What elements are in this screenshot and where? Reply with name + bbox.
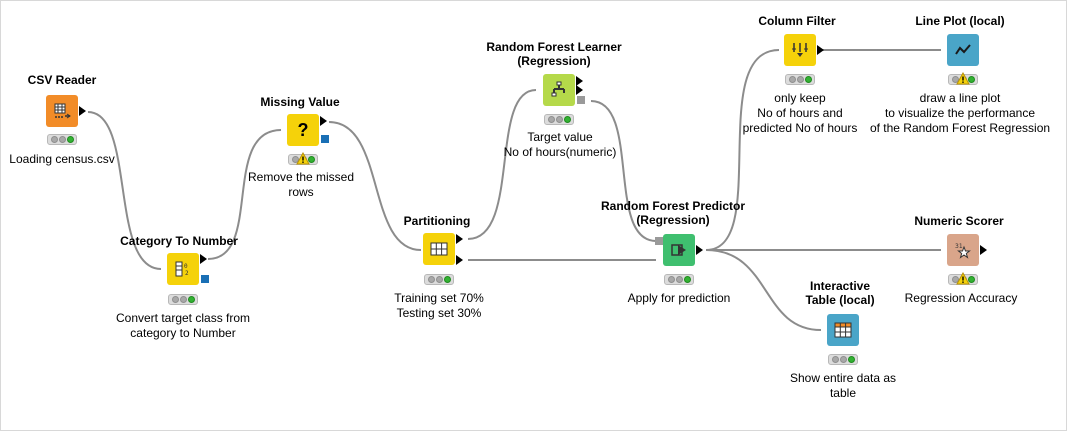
node-body[interactable] (663, 234, 695, 266)
description-line: Testing set 30% (396, 306, 482, 320)
node-body[interactable] (423, 233, 455, 265)
line-plot-icon (955, 44, 971, 55)
description-line: only keep (774, 91, 826, 105)
warning-icon (296, 152, 310, 165)
node-title: Missing Value (260, 95, 340, 109)
node-body[interactable] (543, 74, 575, 106)
description-line: predicted No of hours (742, 121, 858, 135)
svg-text:2: 2 (185, 270, 189, 277)
output-port-2[interactable] (576, 85, 583, 95)
description-line: table (829, 386, 857, 400)
model-output-port[interactable] (201, 275, 209, 283)
category-to-number-icon: 0 2 (175, 261, 189, 277)
question-mark-icon: ? (297, 119, 309, 140)
description-line: of the Random Forest Regression (869, 121, 1051, 135)
node-body[interactable]: ? (287, 114, 319, 146)
output-port[interactable] (817, 45, 824, 55)
output-port[interactable] (200, 254, 207, 264)
node-title: Numeric Scorer (914, 214, 1004, 228)
output-port-1[interactable] (576, 76, 583, 86)
node-body[interactable] (827, 314, 859, 346)
model-output-port[interactable] (321, 135, 329, 143)
description-line: Target value (527, 130, 593, 144)
connection-predictor-to-table[interactable] (705, 249, 822, 331)
model-input-port[interactable] (655, 237, 663, 245)
node-title: CSV Reader (27, 73, 97, 87)
node-description: Loading census.csv (9, 152, 114, 167)
tree-learner-icon (551, 81, 565, 97)
node-body[interactable] (46, 95, 78, 127)
node-body[interactable]: 31 (947, 234, 979, 266)
predictor-icon (671, 244, 686, 256)
node-description: Apply for prediction (628, 291, 731, 306)
node-body[interactable] (947, 34, 979, 66)
node-status (828, 354, 858, 365)
output-port[interactable] (320, 116, 327, 126)
node-title: Random Forest Learner (Regression) (486, 40, 622, 68)
svg-text:31: 31 (955, 243, 963, 250)
node-status (544, 114, 574, 125)
table-view-icon (834, 322, 852, 338)
description-line: Regression Accuracy (904, 291, 1018, 305)
description-line: No of hours and (757, 106, 843, 120)
node-status (424, 274, 454, 285)
output-port[interactable] (79, 106, 86, 116)
output-port-bottom[interactable] (456, 255, 463, 265)
description-line: No of hours(numeric) (503, 145, 617, 159)
node-title: Column Filter (758, 14, 836, 28)
node-title: Random Forest Predictor (Regression) (600, 199, 746, 227)
node-title: Interactive Table (local) (805, 279, 875, 307)
scorer-icon: 31 (955, 243, 971, 259)
description-line: Show entire data as (789, 371, 897, 385)
table-reader-icon (54, 103, 71, 119)
column-filter-icon (792, 43, 808, 57)
svg-text:0: 0 (184, 263, 188, 270)
output-port[interactable] (980, 245, 987, 255)
description-line: Loading census.csv (9, 152, 115, 166)
node-status (664, 274, 694, 285)
warning-icon (956, 272, 970, 285)
description-line: rows (288, 185, 314, 199)
description-line: Training set 70% (394, 291, 484, 305)
output-port[interactable] (696, 245, 703, 255)
node-description: Training set 70%Testing set 30% (394, 291, 484, 321)
node-status (785, 74, 815, 85)
node-body[interactable]: 0 2 (167, 253, 199, 285)
description-line: Remove the missed (247, 170, 355, 184)
description-line: Convert target class from (115, 311, 251, 325)
node-description: Regression Accuracy (905, 291, 1018, 306)
node-body[interactable] (784, 34, 816, 66)
description-line: Apply for prediction (627, 291, 731, 305)
node-title: Line Plot (local) (915, 14, 1005, 28)
connection-partitioning-to-learner[interactable] (467, 89, 537, 240)
description-line: category to Number (130, 326, 236, 340)
output-port-top[interactable] (456, 234, 463, 244)
model-output-port[interactable] (577, 96, 585, 104)
description-line: draw a line plot (919, 91, 1001, 105)
node-status (47, 134, 77, 145)
node-status (168, 294, 198, 305)
description-line: to visualize the performance (884, 106, 1036, 120)
node-title: Partitioning (403, 214, 471, 228)
partition-grid-icon (430, 242, 448, 256)
warning-icon (956, 72, 970, 85)
node-title: Category To Number (120, 234, 238, 248)
